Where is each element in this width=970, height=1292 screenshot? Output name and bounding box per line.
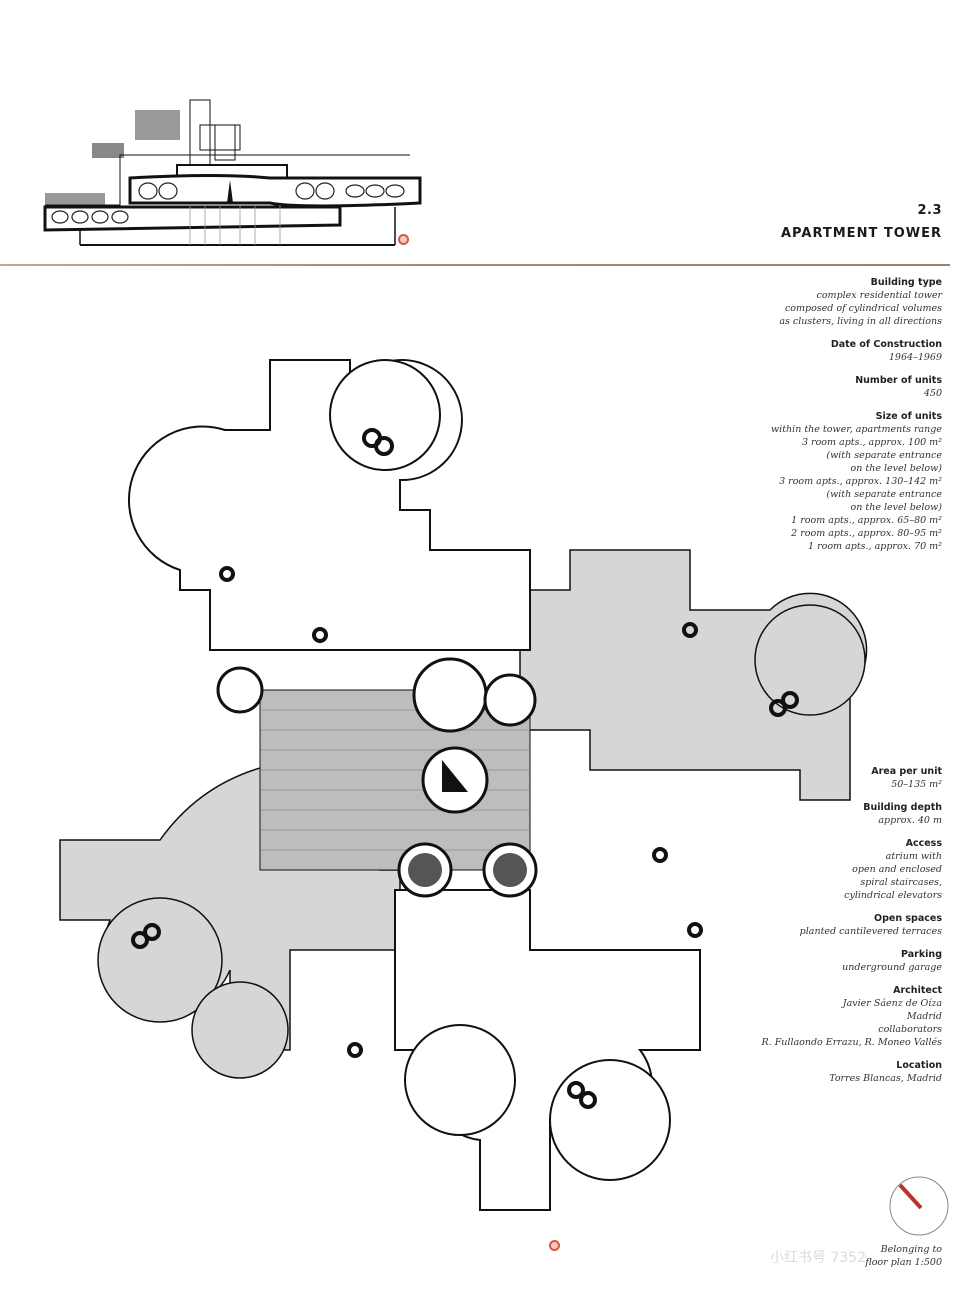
fact-area: Area per unit 50–135 m² <box>742 765 942 791</box>
floor-plan-drawing <box>59 359 868 1211</box>
fact-value: atrium with <box>885 851 942 862</box>
fact-value: 450 <box>923 388 942 399</box>
fact-value: complex residential tower <box>816 290 942 301</box>
fact-heading: Building type <box>870 277 942 288</box>
fact-value: on the level below) <box>850 463 942 474</box>
fact-value: on the level below) <box>850 502 942 513</box>
fact-value: underground garage <box>842 962 942 973</box>
fact-value: Madrid <box>906 1011 942 1022</box>
fact-access: Access atrium with open and enclosed spi… <box>742 837 942 902</box>
section-marker-icon <box>398 234 409 245</box>
fact-value: composed of cylindrical volumes <box>784 303 942 314</box>
caption-line: Belonging to <box>880 1244 942 1255</box>
fact-value: planted cantilevered terraces <box>799 926 942 937</box>
fact-value: 1 room apts., approx. 65–80 m² <box>791 515 942 526</box>
caption-line: floor plan 1:500 <box>865 1257 942 1268</box>
fact-building-type: Building type complex residential tower … <box>742 276 942 328</box>
fact-depth: Building depth approx. 40 m <box>742 801 942 827</box>
fact-value: 2 room apts., approx. 80–95 m² <box>791 528 942 539</box>
section-marker-icon <box>549 1240 560 1251</box>
fact-value: collaborators <box>878 1024 942 1035</box>
fact-parking: Parking underground garage <box>742 948 942 974</box>
fact-heading: Location <box>896 1060 942 1071</box>
fact-value: 50–135 m² <box>891 779 942 790</box>
fact-date: Date of Construction 1964–1969 <box>742 338 942 364</box>
north-arrow-icon <box>889 1176 949 1236</box>
header-divider <box>0 264 950 266</box>
fact-value: 3 room apts., approx. 100 m² <box>801 437 942 448</box>
fact-value: within the tower, apartments range <box>771 424 942 435</box>
fact-heading: Area per unit <box>871 766 942 777</box>
watermark: 小红书号 7352 <box>770 1250 867 1266</box>
fact-heading: Parking <box>901 949 942 960</box>
fact-value: approx. 40 m <box>878 815 942 826</box>
fact-heading: Building depth <box>863 802 942 813</box>
fact-architect: Architect Javier Sáenz de Oíza Madrid co… <box>742 984 943 1049</box>
fact-heading: Access <box>905 838 942 849</box>
fact-unit-sizes: Size of units within the tower, apartmen… <box>742 410 942 553</box>
fact-value: (with separate entrance <box>826 450 942 461</box>
compass-caption: Belonging to floor plan 1:500 <box>822 1243 942 1269</box>
fact-heading: Date of Construction <box>830 339 942 350</box>
fact-value: (with separate entrance <box>826 489 942 500</box>
fact-open-spaces: Open spaces planted cantilevered terrace… <box>742 912 942 938</box>
fact-value: 3 room apts., approx. 130–142 m² <box>779 476 942 487</box>
section-title: APARTMENT TOWER <box>781 226 942 241</box>
fact-value: R. Fullaondo Errazu, R. Moneo Vallés <box>761 1037 943 1048</box>
fact-value: spiral staircases, <box>860 877 942 888</box>
fact-value: open and enclosed <box>852 864 942 875</box>
sidebar-facts-top: Building type complex residential tower … <box>742 276 942 553</box>
building-elevation-drawing <box>43 99 422 246</box>
fact-value: as clusters, living in all directions <box>779 316 942 327</box>
fact-value: 1 room apts., approx. 70 m² <box>808 541 942 552</box>
fact-heading: Architect <box>893 985 942 996</box>
section-number: 2.3 <box>917 203 942 218</box>
fact-location: Location Torres Blancas, Madrid <box>742 1059 942 1085</box>
fact-heading: Size of units <box>875 411 942 422</box>
fact-value: Javier Sáenz de Oíza <box>842 998 942 1009</box>
fact-value: 1964–1969 <box>888 352 942 363</box>
sidebar-facts-bottom: Area per unit 50–135 m² Building depth a… <box>742 765 943 1085</box>
fact-units: Number of units 450 <box>742 374 942 400</box>
fact-heading: Number of units <box>855 375 942 386</box>
fact-heading: Open spaces <box>874 913 942 924</box>
fact-value: cylindrical elevators <box>844 890 942 901</box>
fact-value: Torres Blancas, Madrid <box>829 1073 942 1084</box>
